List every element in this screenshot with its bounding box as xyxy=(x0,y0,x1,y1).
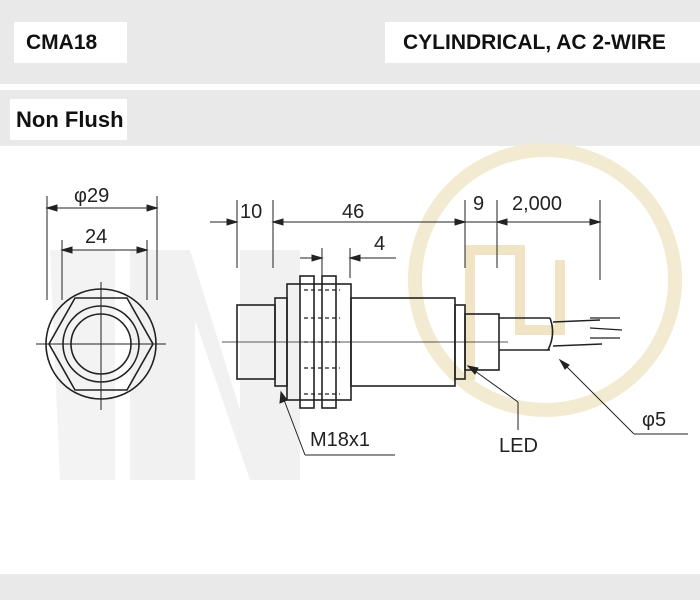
dim-body-length: 46 xyxy=(342,201,364,223)
footer-band xyxy=(0,578,700,600)
header-divider xyxy=(0,84,700,90)
watermark xyxy=(50,143,682,480)
dim-nut-width: 4 xyxy=(374,233,385,255)
front-view xyxy=(36,282,166,410)
drawing-area xyxy=(0,146,700,574)
thread-marks xyxy=(304,289,340,395)
mounting-label: Non Flush xyxy=(10,99,127,140)
model-label: CMA18 xyxy=(14,22,127,63)
dim-cable-length: 2,000 xyxy=(512,193,562,215)
dim-cap-length: 10 xyxy=(240,201,262,223)
front-dimensions xyxy=(45,196,159,300)
cable-diameter-label: φ5 xyxy=(642,409,666,431)
type-label: CYLINDRICAL, AC 2-WIRE xyxy=(385,22,700,63)
dim-hex-width: 24 xyxy=(85,226,107,248)
side-dimensions xyxy=(210,200,602,280)
leader-lines xyxy=(279,358,688,456)
dim-outer-diameter: φ29 xyxy=(74,185,109,207)
led-label: LED xyxy=(499,435,538,457)
dim-tail-length: 9 xyxy=(473,193,484,215)
thread-label: M18x1 xyxy=(310,429,370,451)
